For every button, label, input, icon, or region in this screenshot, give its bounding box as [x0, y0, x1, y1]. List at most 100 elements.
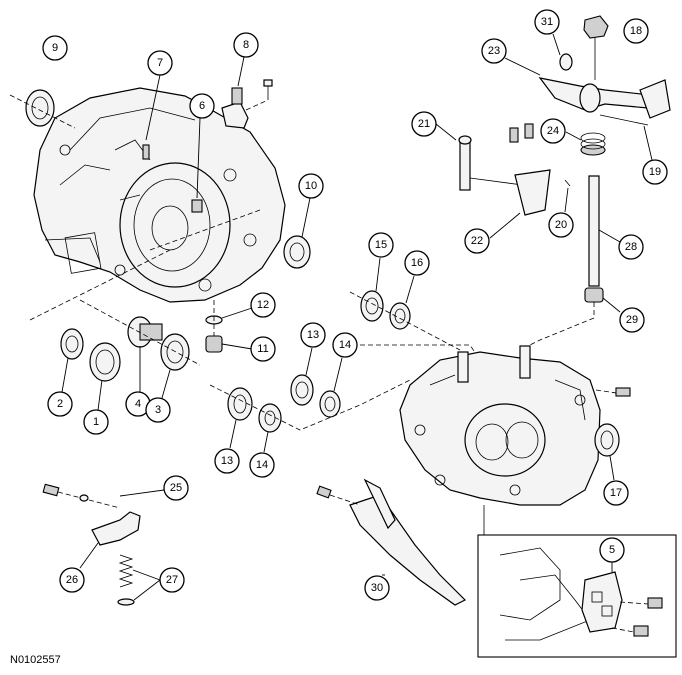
fork-part-26 [79, 511, 141, 569]
callout-11: 11 [250, 336, 276, 362]
svg-text:18: 18 [630, 25, 642, 37]
callout-12: 12 [250, 292, 276, 318]
spring-part-27 [117, 554, 161, 606]
callout-21: 21 [411, 111, 437, 137]
callout-5: 5 [599, 537, 625, 563]
svg-text:20: 20 [555, 219, 567, 231]
svg-text:22: 22 [471, 235, 483, 247]
callout-16: 16 [404, 250, 430, 276]
spring-part-24 [565, 131, 606, 156]
svg-text:12: 12 [257, 299, 269, 311]
svg-text:30: 30 [371, 582, 383, 594]
svg-text:31: 31 [541, 16, 553, 28]
svg-text:15: 15 [375, 239, 387, 251]
seal-part-16 [389, 275, 415, 330]
assembly-axis-left [29, 249, 171, 321]
callout-2: 2 [47, 391, 73, 417]
figure-code: N0102557 [10, 654, 61, 666]
callout-4: 4 [125, 391, 151, 417]
callout-19: 19 [642, 159, 668, 185]
shift-lever-part-23 [504, 57, 671, 119]
callout-15: 15 [368, 232, 394, 258]
svg-text:1: 1 [93, 416, 99, 428]
shield-part-30 [316, 478, 467, 606]
callout-24: 24 [540, 118, 566, 144]
bearing-part-13-lower [227, 387, 253, 449]
svg-text:23: 23 [488, 45, 500, 57]
svg-text:11: 11 [257, 343, 268, 355]
svg-text:13: 13 [307, 329, 319, 341]
callout-28: 28 [618, 234, 644, 260]
svg-text:7: 7 [157, 57, 163, 69]
seal-part-15 [360, 257, 384, 322]
callout-6: 6 [189, 93, 215, 119]
callout-13-upper: 13 [300, 322, 326, 348]
callout-23: 23 [481, 38, 507, 64]
svg-text:17: 17 [610, 487, 622, 499]
svg-text:25: 25 [170, 482, 182, 494]
race-part-14-lower [258, 403, 282, 453]
svg-text:5: 5 [609, 544, 615, 556]
callout-22: 22 [464, 228, 490, 254]
svg-text:27: 27 [166, 574, 178, 586]
svg-text:13: 13 [221, 455, 233, 467]
race-part-14-upper [319, 357, 343, 418]
shaft-part-28 [588, 175, 621, 287]
svg-text:9: 9 [52, 42, 58, 54]
seal-part-10 [283, 197, 311, 269]
svg-text:26: 26 [66, 574, 78, 586]
svg-text:21: 21 [418, 118, 430, 130]
pin-part-19 [599, 114, 653, 161]
boot-part-29 [519, 287, 621, 351]
svg-text:16: 16 [411, 257, 423, 269]
seal-part-17 [594, 423, 620, 481]
svg-text:3: 3 [155, 404, 161, 416]
callout-31: 31 [534, 9, 560, 35]
bolt-part-25 [42, 483, 165, 509]
bearing-part-2 [60, 328, 84, 393]
seal-part-9 [9, 89, 76, 129]
svg-text:14: 14 [256, 459, 268, 471]
callout-13-lower: 13 [214, 448, 240, 474]
svg-text:28: 28 [625, 241, 637, 253]
svg-text:29: 29 [626, 314, 638, 326]
bearing-part-4 [127, 316, 163, 392]
svg-text:8: 8 [243, 39, 249, 51]
assembly-axis-lower [209, 379, 411, 431]
plug-part-11 [205, 300, 253, 353]
callout-26: 26 [59, 567, 85, 593]
assembly-axis-right [349, 291, 461, 351]
assembly-axis-left-2 [79, 299, 201, 366]
pin-part-7 [142, 74, 161, 160]
callout-1: 1 [83, 409, 109, 435]
detail-inset-part-5 [477, 505, 677, 658]
svg-text:19: 19 [649, 166, 661, 178]
callout-18: 18 [623, 18, 649, 44]
svg-text:4: 4 [135, 398, 141, 410]
bracket-part-22 [489, 123, 551, 239]
sensor-part-8 [221, 56, 273, 129]
component-part-6 [149, 117, 261, 251]
callout-14-lower: 14 [249, 452, 275, 478]
callout-30: 30 [364, 575, 390, 601]
svg-text:6: 6 [199, 100, 205, 112]
callout-20: 20 [548, 212, 574, 238]
callout-14-upper: 14 [332, 332, 358, 358]
svg-text:14: 14 [339, 339, 351, 351]
transaxle-case [399, 345, 631, 506]
svg-text:24: 24 [547, 125, 559, 137]
callout-25: 25 [163, 475, 189, 501]
bushing-part-31 [552, 33, 573, 71]
callout-9: 9 [42, 35, 68, 61]
rod-part-21 [435, 123, 531, 191]
bearing-part-13-upper [290, 347, 314, 406]
clip-part-20 [564, 179, 571, 213]
shift-knob-part-18 [583, 15, 609, 80]
callout-17: 17 [603, 480, 629, 506]
race-part-1 [89, 342, 121, 411]
callout-3: 3 [145, 397, 171, 423]
race-part-3 [160, 333, 190, 399]
svg-text:2: 2 [57, 398, 63, 410]
callout-8: 8 [233, 32, 259, 58]
